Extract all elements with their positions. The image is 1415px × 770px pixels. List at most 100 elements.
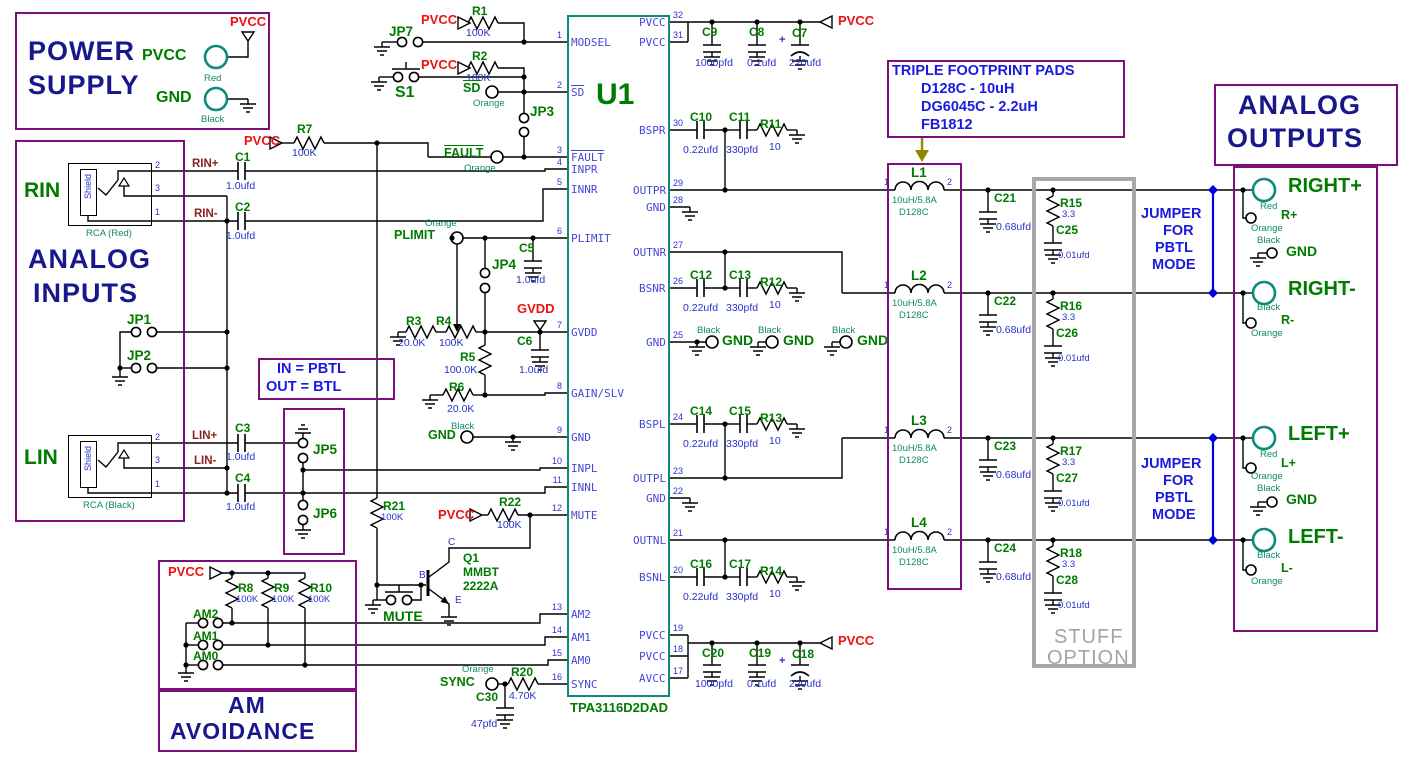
pvcc-arrow-icon (818, 14, 833, 30)
c12-capacitor-symbol (696, 279, 705, 297)
label-3-3: 3.3 (1062, 312, 1076, 323)
label-r: R- (1281, 313, 1295, 327)
rca-red-box (68, 163, 152, 226)
label-rin+: RIN+ (192, 158, 219, 170)
am1-pin (212, 639, 224, 651)
label-jp7: JP7 (389, 24, 414, 39)
pin-name-bsnl: BSNL (639, 571, 666, 584)
label-b: B (419, 570, 426, 581)
label-pvcc: PVCC (838, 633, 875, 648)
label-l4: L4 (911, 515, 927, 530)
q1-transistor-symbol (426, 570, 449, 604)
pin-name-bsnr: BSNR (639, 282, 666, 295)
c23-capacitor-symbol (979, 459, 997, 468)
label-100k: 100K (292, 147, 317, 159)
right+-connector (1251, 177, 1277, 203)
pin-number-11: 11 (552, 475, 562, 485)
pin-number-8: 8 (556, 381, 562, 391)
pin-number-4: 4 (556, 157, 562, 167)
label-c8: C8 (749, 25, 765, 39)
gnd-right-terminal (1266, 247, 1278, 259)
pin-name-fault: FAULT (571, 151, 605, 164)
c28-capacitor-symbol (1044, 592, 1062, 601)
label-47pfd: 47pfd (471, 718, 498, 730)
rca-black-box (68, 435, 152, 498)
pin-number-20: 20 (673, 565, 684, 575)
label-fb1812: FB1812 (921, 117, 973, 133)
pin-name-mute: MUTE (571, 509, 598, 522)
r6-resistor-symbol (442, 387, 474, 403)
c30-capacitor-symbol (496, 707, 514, 716)
label-0-01ufd: 0.01ufd (1058, 250, 1090, 261)
label-10uh-5-8a: 10uH/5.8A (892, 298, 937, 309)
label-gvdd: GVDD (517, 301, 555, 316)
label-jp6: JP6 (313, 506, 338, 521)
label-1: 1 (884, 527, 890, 537)
label-c22: C22 (994, 294, 1017, 308)
c2-capacitor-symbol (237, 212, 246, 230)
c10-capacitor-symbol (696, 121, 705, 139)
label-0-01ufd: 0.01ufd (1058, 498, 1090, 509)
left+-connector (1251, 425, 1277, 451)
label-jp4: JP4 (492, 257, 517, 272)
label-c11: C11 (729, 110, 751, 124)
label-c15: C15 (729, 404, 752, 418)
label-100k: 100K (381, 512, 404, 523)
label-r14: R14 (760, 564, 783, 578)
r21-resistor-symbol (369, 497, 385, 529)
s1-pin (408, 71, 420, 83)
label-q1: Q1 (463, 551, 480, 565)
label-r13: R13 (760, 411, 783, 425)
label-3-3: 3.3 (1062, 457, 1076, 468)
label-2: 2 (947, 527, 953, 537)
label-220ufd: 220ufd (789, 678, 822, 690)
label-pvcc: PVCC (421, 12, 458, 27)
jp6-pin (297, 514, 309, 526)
label-d128c: D128C (899, 310, 929, 321)
gnd-25a-test-point (705, 335, 719, 349)
label-black: Black (451, 421, 475, 432)
label-red: Red (1260, 201, 1278, 212)
am0-pin (197, 659, 209, 671)
label-right: RIGHT- (1288, 278, 1356, 300)
am0-pin (212, 659, 224, 671)
pin-number-5: 5 (556, 177, 562, 187)
pin-number-14: 14 (551, 625, 562, 635)
ground-symbols (112, 42, 1266, 729)
pvcc-arrow-icon (469, 507, 484, 523)
label-s1: S1 (395, 84, 415, 101)
label-r4: R4 (436, 314, 452, 328)
label-c: C (448, 537, 456, 548)
label-r12: R12 (760, 275, 783, 289)
label-1-0ufd: 1.0ufd (226, 230, 256, 242)
label-black: Black (201, 114, 225, 125)
label-for: FOR (1163, 473, 1194, 489)
pin-number-6: 6 (556, 226, 562, 236)
pin-name-bspl: BSPL (639, 418, 666, 431)
label-power: POWER (28, 36, 136, 66)
r12-resistor-symbol (756, 280, 788, 296)
pin-name-modsel: MODSEL (571, 36, 611, 49)
pin-name-outnr: OUTNR (633, 246, 667, 259)
l3-inductor-symbol (894, 428, 945, 439)
label-1: 1 (155, 207, 161, 217)
am1-pin (197, 639, 209, 651)
pin-number-32: 32 (673, 10, 684, 20)
label-jp2: JP2 (127, 348, 152, 363)
label-c30: C30 (476, 690, 499, 704)
label-orange: Orange (473, 98, 505, 109)
label-black: Black (697, 325, 721, 336)
label-rca-red: RCA (Red) (86, 228, 132, 239)
pvcc-arrow-icon (209, 565, 224, 581)
label-am0: AM0 (193, 649, 219, 663)
label-10uh-5-8a: 10uH/5.8A (892, 545, 937, 556)
label-r5: R5 (460, 350, 476, 364)
jp5-pin (297, 452, 309, 464)
label-r7: R7 (297, 122, 313, 136)
label-c7: C7 (792, 26, 808, 40)
gnd-25c-test-point (839, 335, 853, 349)
fault-test-point (490, 150, 504, 164)
label-supply: SUPPLY (28, 70, 140, 100)
label-c12: C12 (690, 268, 713, 282)
